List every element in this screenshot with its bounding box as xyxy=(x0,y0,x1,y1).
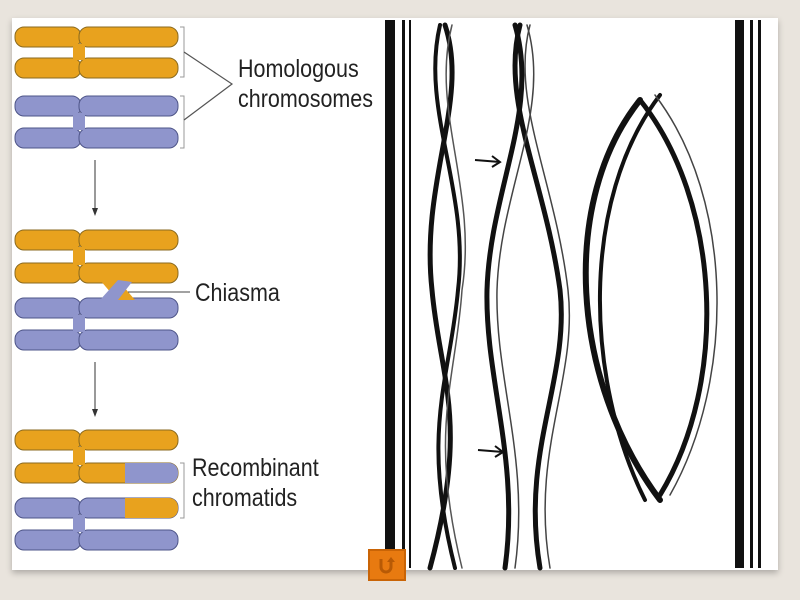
arrow-right-icon xyxy=(474,155,502,168)
arrow-down-icon xyxy=(92,160,98,216)
label-line: chromosomes xyxy=(238,85,374,113)
label-line: Recombinant xyxy=(192,454,319,482)
chiasma-pair xyxy=(14,229,190,351)
chiasma-label: Chiasma xyxy=(195,279,280,307)
label-line: chromatids xyxy=(192,484,298,512)
arrow-down-icon xyxy=(92,362,98,417)
recombinant-pair xyxy=(14,429,185,551)
recombinant-label: Recombinant chromatids xyxy=(192,453,319,513)
arrow-right-icon xyxy=(477,445,505,458)
return-arrow-icon xyxy=(379,557,395,574)
homologous-pair xyxy=(14,26,234,149)
chromatid-micrograph xyxy=(385,20,761,571)
return-button[interactable] xyxy=(368,549,406,581)
label-line: Homologous xyxy=(238,55,359,83)
homologous-label: Homologous chromosomes xyxy=(238,54,373,114)
